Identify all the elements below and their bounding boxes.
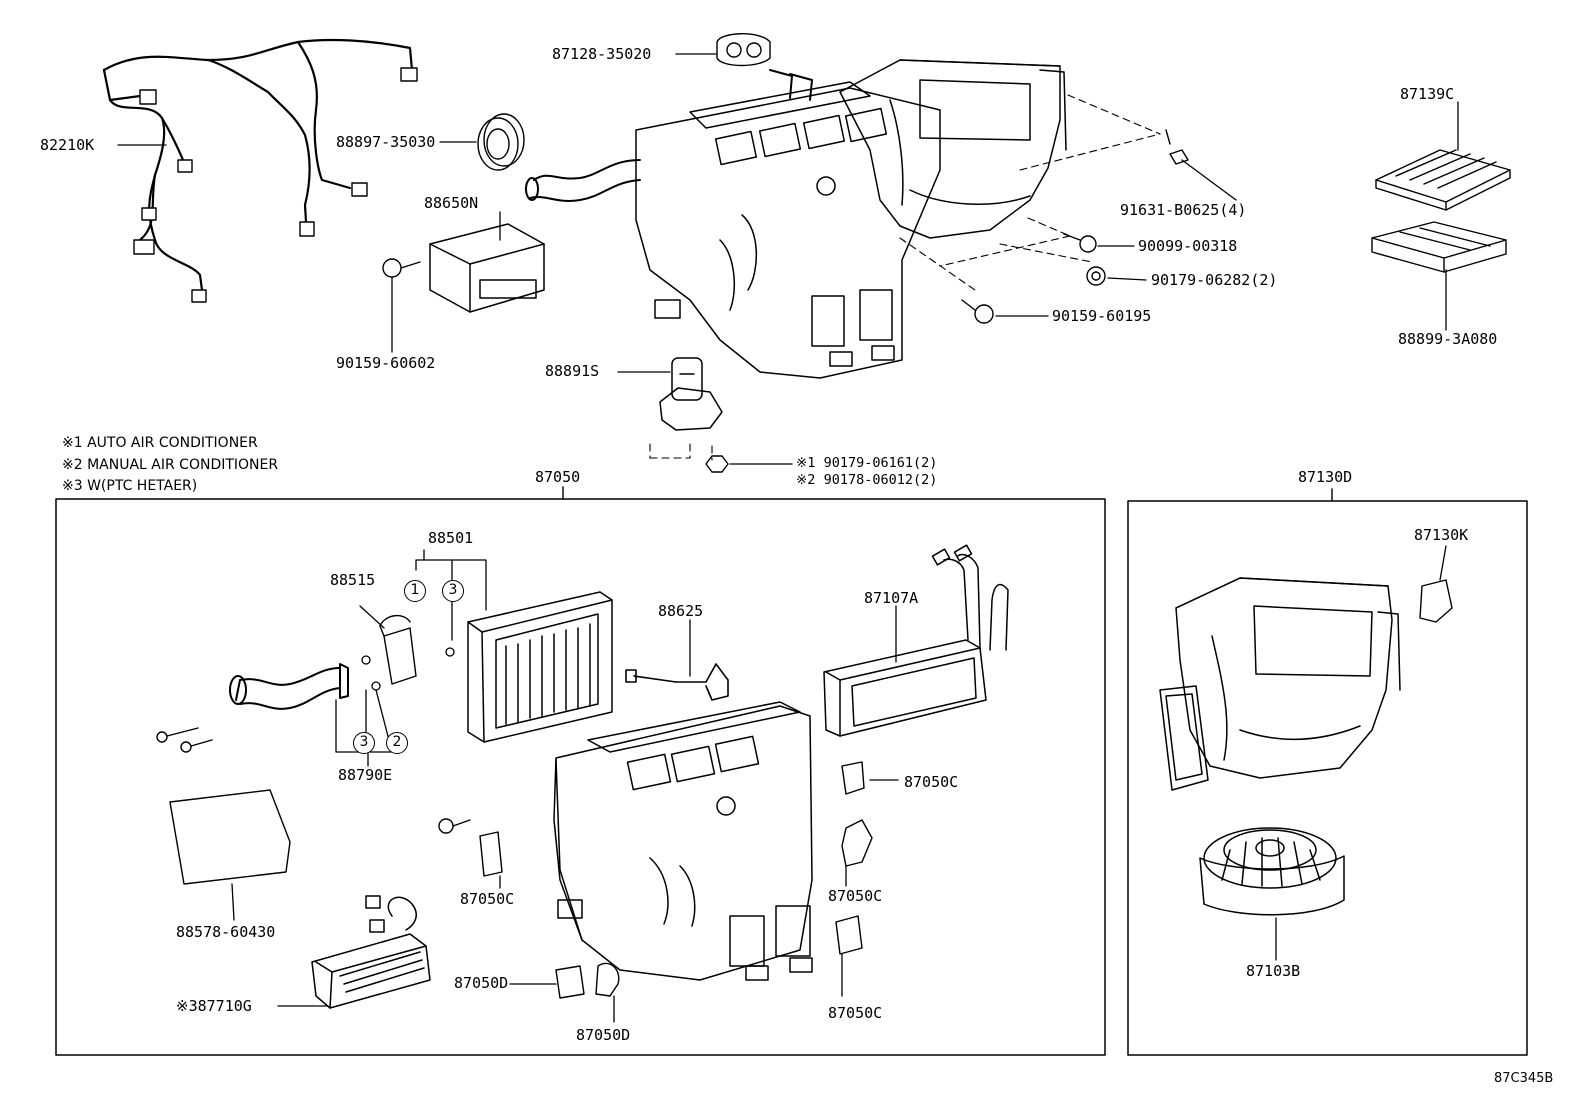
label-87050C-left: 87050C	[460, 890, 515, 908]
label-90159-60602: 90159-60602	[336, 354, 436, 372]
tray-88899-3A080	[1371, 221, 1507, 273]
label-88899-3A080: 88899-3A080	[1398, 330, 1498, 348]
group-box-87130D	[1127, 500, 1528, 1056]
label-91631-B0625: 91631-B0625(4)	[1120, 201, 1247, 219]
pad-88578-60430	[169, 789, 291, 885]
seal-88897-35030	[477, 113, 525, 171]
label-90179-06282: 90179-06282(2)	[1151, 271, 1278, 289]
label-87139C: 87139C	[1400, 85, 1455, 103]
evaporator-88501	[467, 591, 613, 743]
dashed-guides-top	[649, 94, 1161, 461]
label-87050D-left: 87050D	[454, 974, 509, 992]
label-87050D-bottom: 87050D	[576, 1026, 631, 1044]
sensor-88625	[625, 663, 729, 701]
foam-87050C	[479, 761, 873, 955]
label-88578-60430: 88578-60430	[176, 923, 276, 941]
hvac-case-87050	[553, 701, 813, 981]
orings	[361, 647, 455, 691]
label-88790E: 88790E	[338, 766, 393, 784]
bolt-90099-00318	[1063, 233, 1097, 253]
group-box-87050	[55, 498, 1106, 1056]
nut-90179-06282	[1086, 266, 1106, 286]
actuator-88891S	[659, 357, 723, 431]
blower-unit-87130D	[1159, 577, 1401, 791]
wire-harness-82210K	[102, 38, 414, 292]
label-82210K: 82210K	[40, 136, 95, 154]
blower-motor-87103B	[1199, 827, 1345, 916]
actuator-87130K	[1419, 579, 1453, 623]
label-87130D: 87130D	[1298, 468, 1353, 486]
screws-left	[156, 727, 471, 834]
bolt-91631-B0625	[1165, 129, 1189, 165]
harness-connectors	[133, 67, 418, 303]
bolt-90159-60195	[961, 299, 994, 324]
label-87050C-bottom: 87050C	[828, 1004, 883, 1022]
pipe-top	[525, 69, 813, 202]
label-87128-35020: 87128-35020	[552, 45, 652, 63]
foam-87050D	[555, 962, 620, 999]
callout-3-lower: 3	[353, 732, 375, 754]
label-87107A: 87107A	[864, 589, 919, 607]
label-90178-06012: ※2 90178-06012(2)	[796, 472, 938, 488]
label-87710G: ※387710G	[176, 997, 252, 1015]
label-87050C-mid: 87050C	[828, 887, 883, 905]
expansion-valve-88515	[379, 615, 417, 685]
blower-housing-top	[839, 59, 1067, 239]
label-87050C-right: 87050C	[904, 773, 959, 791]
callout-1: 1	[404, 580, 426, 602]
callout-3-upper: 3	[442, 580, 464, 602]
label-88891S: 88891S	[545, 362, 600, 380]
callout-2: 2	[386, 732, 408, 754]
leader-lines	[117, 53, 1459, 1023]
label-90159-60195: 90159-60195	[1052, 307, 1152, 325]
label-88650N: 88650N	[424, 194, 479, 212]
pipe-88790E	[229, 663, 349, 710]
hvac-assembly-top	[635, 81, 941, 379]
nut-90179-06161	[705, 455, 729, 473]
ecu-88650N	[429, 223, 545, 313]
label-88897-35030: 88897-35030	[336, 133, 436, 151]
figure-code: 87C345B	[1494, 1071, 1554, 1086]
label-87103B: 87103B	[1246, 962, 1301, 980]
heater-core-87107A	[823, 544, 1009, 737]
grommet-87128-35020	[716, 33, 771, 67]
label-87130K: 87130K	[1414, 526, 1469, 544]
bolt-90159-60602	[382, 258, 421, 278]
label-88515: 88515	[330, 571, 376, 589]
filter-87139C	[1375, 149, 1511, 211]
label-88501: 88501	[428, 529, 474, 547]
note-auto-ac: ※1 AUTO AIR CONDITIONER	[62, 435, 258, 451]
label-88625: 88625	[658, 602, 704, 620]
note-manual-ac: ※2 MANUAL AIR CONDITIONER	[62, 457, 279, 473]
note-ptc-heater: ※3 W(PTC HETAER)	[62, 478, 198, 494]
label-87050: 87050	[535, 468, 581, 486]
label-90179-06161: ※1 90179-06161(2)	[796, 455, 938, 471]
label-90099-00318: 90099-00318	[1138, 237, 1238, 255]
ptc-heater-87710G	[311, 895, 431, 1009]
